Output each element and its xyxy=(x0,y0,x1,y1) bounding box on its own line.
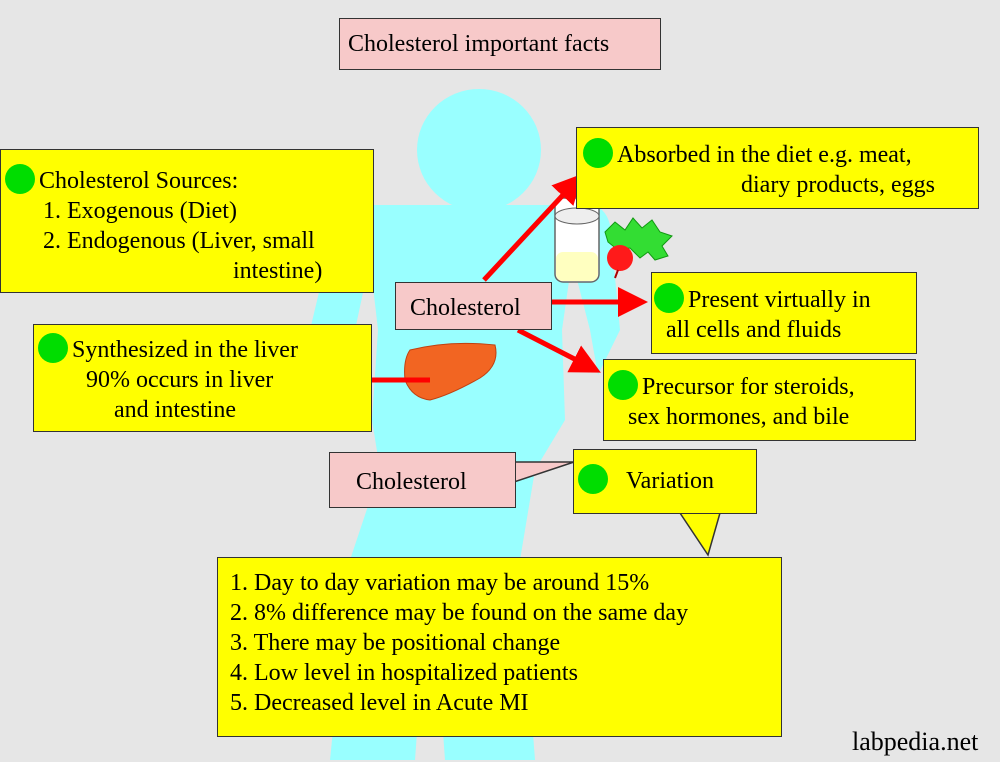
variation-callout: Variation xyxy=(573,449,757,514)
present-text-1: Present virtually in xyxy=(688,287,871,313)
synthesized-box: Synthesized in the liver 90% occurs in l… xyxy=(33,324,372,432)
variation-item: 1. Day to day variation may be around 15… xyxy=(230,570,650,596)
absorbed-line-2: diary products, eggs xyxy=(741,172,935,198)
callout-tail-variation xyxy=(678,512,721,557)
variation-item: 4. Low level in hospitalized patients xyxy=(230,660,578,686)
variation-heading: Variation xyxy=(626,468,714,494)
bullet-dot-icon xyxy=(654,283,684,313)
absorbed-text-1: Absorbed in the diet e.g. meat, xyxy=(617,142,912,168)
sources-item: intestine) xyxy=(233,258,323,284)
variation-list-box: 1. Day to day variation may be around 15… xyxy=(217,557,782,737)
variation-heading-line: Variation xyxy=(578,464,756,496)
bullet-dot-icon xyxy=(608,370,638,400)
synthesized-line-3: and intestine xyxy=(114,397,236,423)
present-box: Present virtually in all cells and fluid… xyxy=(651,272,917,354)
callout-tail-cholesterol xyxy=(513,461,575,484)
vegetables-icon xyxy=(604,217,673,279)
diagram-title: Cholesterol important facts xyxy=(339,18,661,70)
synthesized-line-1: Synthesized in the liver xyxy=(38,333,371,365)
variation-item: 3. There may be positional change xyxy=(230,630,561,656)
variation-item: 5. Decreased level in Acute MI xyxy=(230,690,529,716)
present-line-1: Present virtually in xyxy=(654,283,916,315)
bullet-dot-icon xyxy=(583,138,613,168)
precursor-line-2: sex hormones, and bile xyxy=(628,404,850,430)
synthesized-text-1: Synthesized in the liver xyxy=(72,337,298,363)
absorbed-box: Absorbed in the diet e.g. meat, diary pr… xyxy=(576,127,979,209)
sources-item: 2. Endogenous (Liver, small xyxy=(43,228,315,254)
synthesized-line-2: 90% occurs in liver xyxy=(86,367,274,393)
sources-item: 1. Exogenous (Diet) xyxy=(43,198,237,224)
variation-item: 2. 8% difference may be found on the sam… xyxy=(230,600,689,626)
sources-heading: Cholesterol Sources: xyxy=(39,168,239,194)
cholesterol-center-label: Cholesterol xyxy=(395,282,552,330)
bullet-dot-icon xyxy=(5,164,35,194)
title-text: Cholesterol important facts xyxy=(348,31,610,57)
precursor-text-1: Precursor for steroids, xyxy=(642,374,855,400)
sources-heading-line: Cholesterol Sources: xyxy=(5,164,373,196)
cholesterol-callout-label: Cholesterol xyxy=(329,452,516,508)
bullet-dot-icon xyxy=(38,333,68,363)
bullet-dot-icon xyxy=(578,464,608,494)
precursor-line-1: Precursor for steroids, xyxy=(608,370,915,402)
center-label-text: Cholesterol xyxy=(410,295,521,321)
present-line-2: all cells and fluids xyxy=(666,317,842,343)
milk-glass-icon xyxy=(554,197,600,283)
precursor-box: Precursor for steroids, sex hormones, an… xyxy=(603,359,916,441)
absorbed-line-1: Absorbed in the diet e.g. meat, xyxy=(583,138,978,170)
watermark: labpedia.net xyxy=(852,727,979,756)
callout-label-text: Cholesterol xyxy=(356,469,467,495)
sources-box: Cholesterol Sources: 1. Exogenous (Diet)… xyxy=(0,149,374,293)
